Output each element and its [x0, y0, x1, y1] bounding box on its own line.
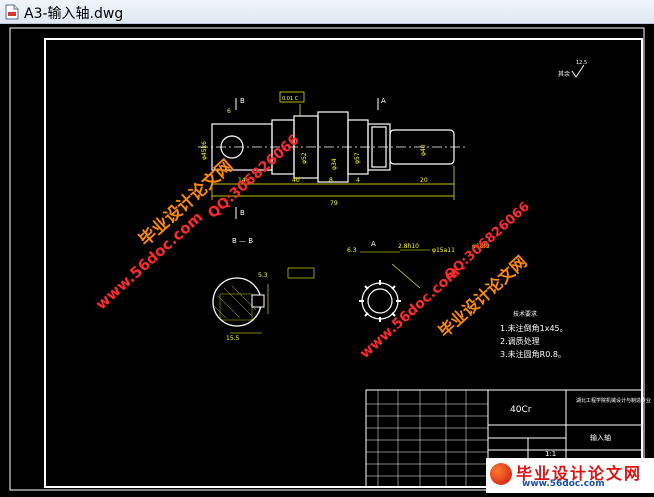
drawing-canvas[interactable]: 其余 12.5 B B A — [0, 24, 654, 493]
dim-79: 79 — [330, 200, 338, 207]
dim-4: 4 — [356, 177, 360, 184]
dim-phi-d: φ40 — [420, 144, 427, 156]
spline-dim-a: 6.3 — [347, 247, 357, 254]
bb-dim-depth: 15.5 — [226, 335, 240, 342]
logo-url: www.56doc.com — [522, 479, 605, 489]
dim-phi-e: φ45k6 — [201, 141, 208, 160]
dim-8: 8 — [329, 177, 333, 184]
section-mark-a: A — [381, 97, 386, 105]
dimension-lines — [211, 91, 455, 200]
svg-text:2.调质处理: 2.调质处理 — [500, 336, 540, 346]
spline-dim-d: φ18f9 — [472, 243, 490, 250]
dim-phi-b: φ34 — [331, 158, 338, 170]
section-mark-bottom: B — [240, 209, 245, 217]
spline-section-view — [359, 280, 401, 322]
section-a-label: A — [371, 240, 376, 248]
title-block-material: 40Cr — [510, 405, 532, 415]
svg-text:技术要求: 技术要求 — [513, 310, 537, 318]
drawing-border — [44, 38, 643, 488]
title-block-school: 湖北工程学院机械设计与制造专业 — [576, 397, 651, 404]
dim-6: 6 — [227, 108, 231, 115]
dim-20: 20 — [420, 177, 428, 184]
cad-drawing: 其余 12.5 B B A — [9, 27, 651, 491]
svg-text:其余: 其余 — [558, 70, 570, 78]
svg-text:12.5: 12.5 — [576, 60, 587, 66]
tolerance-box: 0.01 C — [282, 96, 299, 102]
dim-14: 14 — [238, 177, 246, 184]
window-titlebar: A3-输入轴.dwg — [0, 0, 654, 24]
section-mark-top: B — [240, 97, 245, 105]
bb-dim-width: 5.3 — [258, 272, 268, 279]
window-title: A3-输入轴.dwg — [24, 6, 124, 22]
title-block-part-name: 输入轴 — [590, 433, 611, 442]
logo-badge-icon — [490, 463, 512, 485]
spline-dim-b: 2.8h10 — [398, 243, 419, 250]
site-logo: 毕业设计论文网 www.56doc.com — [486, 458, 654, 493]
dim-phi-a: φ52 — [301, 152, 308, 164]
dim-phi-c: φ57 — [354, 152, 361, 164]
dim-40: 40 — [292, 177, 300, 184]
svg-text:3.未注圆角R0.8。: 3.未注圆角R0.8。 — [500, 349, 566, 359]
svg-text:1.未注倒角1x45。: 1.未注倒角1x45。 — [500, 323, 568, 333]
section-bb-view — [212, 267, 315, 334]
logo-text: 毕业设计论文网 — [516, 464, 643, 483]
section-bb-label: B — B — [232, 237, 253, 245]
roughness-note: 其余 12.5 — [558, 60, 587, 78]
spline-dim-c: φ15a11 — [432, 247, 455, 254]
title-block-scale: 1:1 — [545, 450, 556, 458]
tech-requirements: 技术要求 1.未注倒角1x45。 2.调质处理 3.未注圆角R0.8。 — [500, 310, 568, 359]
dwg-file-icon — [5, 4, 19, 20]
